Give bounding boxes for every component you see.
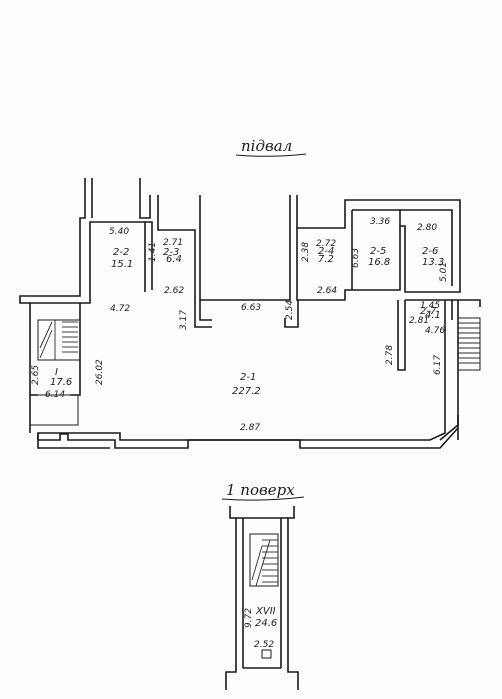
dim-label: 2.87 <box>240 423 260 433</box>
dim-label: 6.17 <box>433 355 443 375</box>
room-area: 13.3 <box>422 257 444 268</box>
dim-label: 26.02 <box>95 359 105 385</box>
dim-label: 2.54 <box>285 300 295 320</box>
dim-label: 2.65 <box>31 365 41 385</box>
room-area: 24.6 <box>255 618 277 629</box>
basement-title-underline <box>235 153 307 157</box>
room-id: 2-6 <box>422 246 438 257</box>
dim-label: 2.64 <box>317 286 337 296</box>
dim-label: 2.71 <box>163 238 183 248</box>
dim-label: 1.45 <box>420 301 440 311</box>
room-id: I <box>55 367 58 378</box>
room-id: 2-5 <box>370 246 386 257</box>
room-area: 4.1 <box>425 310 441 321</box>
room-id: 2-1 <box>240 372 256 383</box>
room-id: XVII <box>255 606 276 617</box>
room-area: 227.2 <box>232 386 261 397</box>
basement-title: підвал <box>241 137 292 155</box>
room-area: 16.8 <box>368 257 390 268</box>
dim-label: 3.36 <box>370 217 390 227</box>
dim-label: 1.41 <box>148 242 158 262</box>
staircase-first-floor <box>249 533 279 659</box>
dim-label: 2.81 <box>409 316 429 326</box>
basement-labels: 5.40 2-2 15.1 2.71 2-3 6.4 1.41 3.36 2.8… <box>31 217 449 433</box>
room-id: 2-2 <box>113 247 129 258</box>
dim-label: 6.14 <box>45 390 65 400</box>
first-floor-walls <box>225 506 299 690</box>
room-area: 6.4 <box>166 254 182 265</box>
dim-label: 4.72 <box>110 304 130 314</box>
dim-label: 9.72 <box>244 608 254 628</box>
dim-label: 6.63 <box>241 303 261 313</box>
room-id: 2-3 <box>163 247 179 258</box>
first-floor-labels: XVII 24.6 9.72 2.52 <box>244 606 277 650</box>
dim-label: 2.52 <box>254 640 274 650</box>
room-area: 17.6 <box>50 377 72 388</box>
room-id: 2-7 <box>420 306 437 317</box>
dim-label: 2.72 <box>316 239 336 249</box>
dim-label: 2.62 <box>164 286 184 296</box>
room-area: 15.1 <box>111 259 133 270</box>
basement-walls <box>19 178 481 449</box>
dim-label: 2.80 <box>417 223 437 233</box>
dim-label: 5.01 <box>439 262 449 282</box>
room-area: 7.2 <box>318 254 334 265</box>
dim-label: 2.78 <box>385 345 395 365</box>
square-mark <box>261 649 272 659</box>
staircase-right <box>457 317 481 371</box>
staircase-left <box>29 319 81 426</box>
dim-label: 6.63 <box>351 248 361 268</box>
room-id: 2-4 <box>318 246 334 257</box>
dim-label: 5.40 <box>109 227 129 237</box>
dim-label: 3.17 <box>179 310 189 330</box>
first-floor-title-underline <box>221 496 305 501</box>
dim-label: 4.76 <box>425 326 445 336</box>
first-floor-title: 1 поверх <box>226 481 295 499</box>
dim-label: 2.38 <box>301 242 311 262</box>
